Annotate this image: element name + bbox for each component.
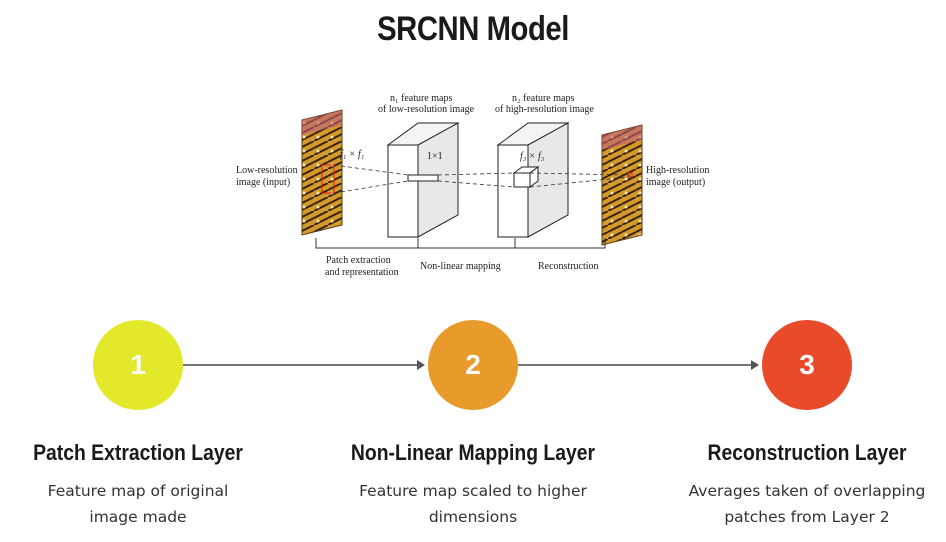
filter2-label: 1×1 [427, 151, 443, 162]
step-1-description: Feature map of original image made [0, 478, 288, 530]
step-3-desc-line1: Averages taken of overlapping [688, 482, 926, 500]
layer1-maps-line2: of low-resolution image [378, 104, 475, 115]
feature-maps-layer1 [386, 122, 460, 238]
stage-brackets [315, 238, 606, 249]
layer2-maps-line2: of high-resolution image [495, 104, 594, 115]
input-label-line2: image (input) [236, 177, 290, 188]
feature-maps-layer2 [496, 122, 570, 238]
output-label-line1: High-resolution [646, 165, 709, 176]
step-2-title: Non-Linear Mapping Layer [350, 440, 596, 465]
stage2-label: Non-linear mapping [420, 261, 501, 272]
step-2-circle: 2 [428, 320, 518, 410]
step-3-description: Averages taken of overlapping patches fr… [657, 478, 946, 530]
output-label-line2: image (output) [646, 177, 705, 188]
filter1-label: f₁ × f₁ [340, 149, 364, 160]
arrow-2-to-3 [518, 360, 759, 370]
step-3-desc-line2: patches from Layer 2 [724, 508, 890, 526]
input-label-line1: Low-resolution [236, 165, 298, 176]
stage3-label: Reconstruction [538, 261, 599, 272]
step-2-desc-line1: Feature map scaled to higher [359, 482, 587, 500]
output-image [601, 124, 643, 246]
step-3-circle: 3 [762, 320, 852, 410]
step-1-circle: 1 [93, 320, 183, 410]
stage1-line2: and representation [325, 267, 399, 278]
projection-lines [333, 164, 631, 194]
step-1-desc-line2: image made [89, 508, 187, 526]
step-3-title: Reconstruction Layer [707, 440, 907, 465]
layer1-maps-line1: n₁ feature maps [390, 93, 452, 104]
input-image [301, 109, 343, 236]
step-2-desc-line2: dimensions [428, 508, 518, 526]
arrow-1-to-2 [183, 360, 425, 370]
page-title: SRCNN Model [377, 10, 569, 48]
step-2-description: Feature map scaled to higher dimensions [323, 478, 623, 530]
step-1-desc-line1: Feature map of original [47, 482, 229, 500]
step-1-title: Patch Extraction Layer [33, 440, 243, 465]
filter3-label: f₃ × f₃ [520, 151, 545, 162]
layer2-maps-line1: n₂ feature maps [512, 93, 574, 104]
srcnn-architecture-diagram: Low-resolution image (input) f₁ × f₁ n₁ … [236, 93, 709, 278]
stage1-line1: Patch extraction [326, 255, 391, 266]
